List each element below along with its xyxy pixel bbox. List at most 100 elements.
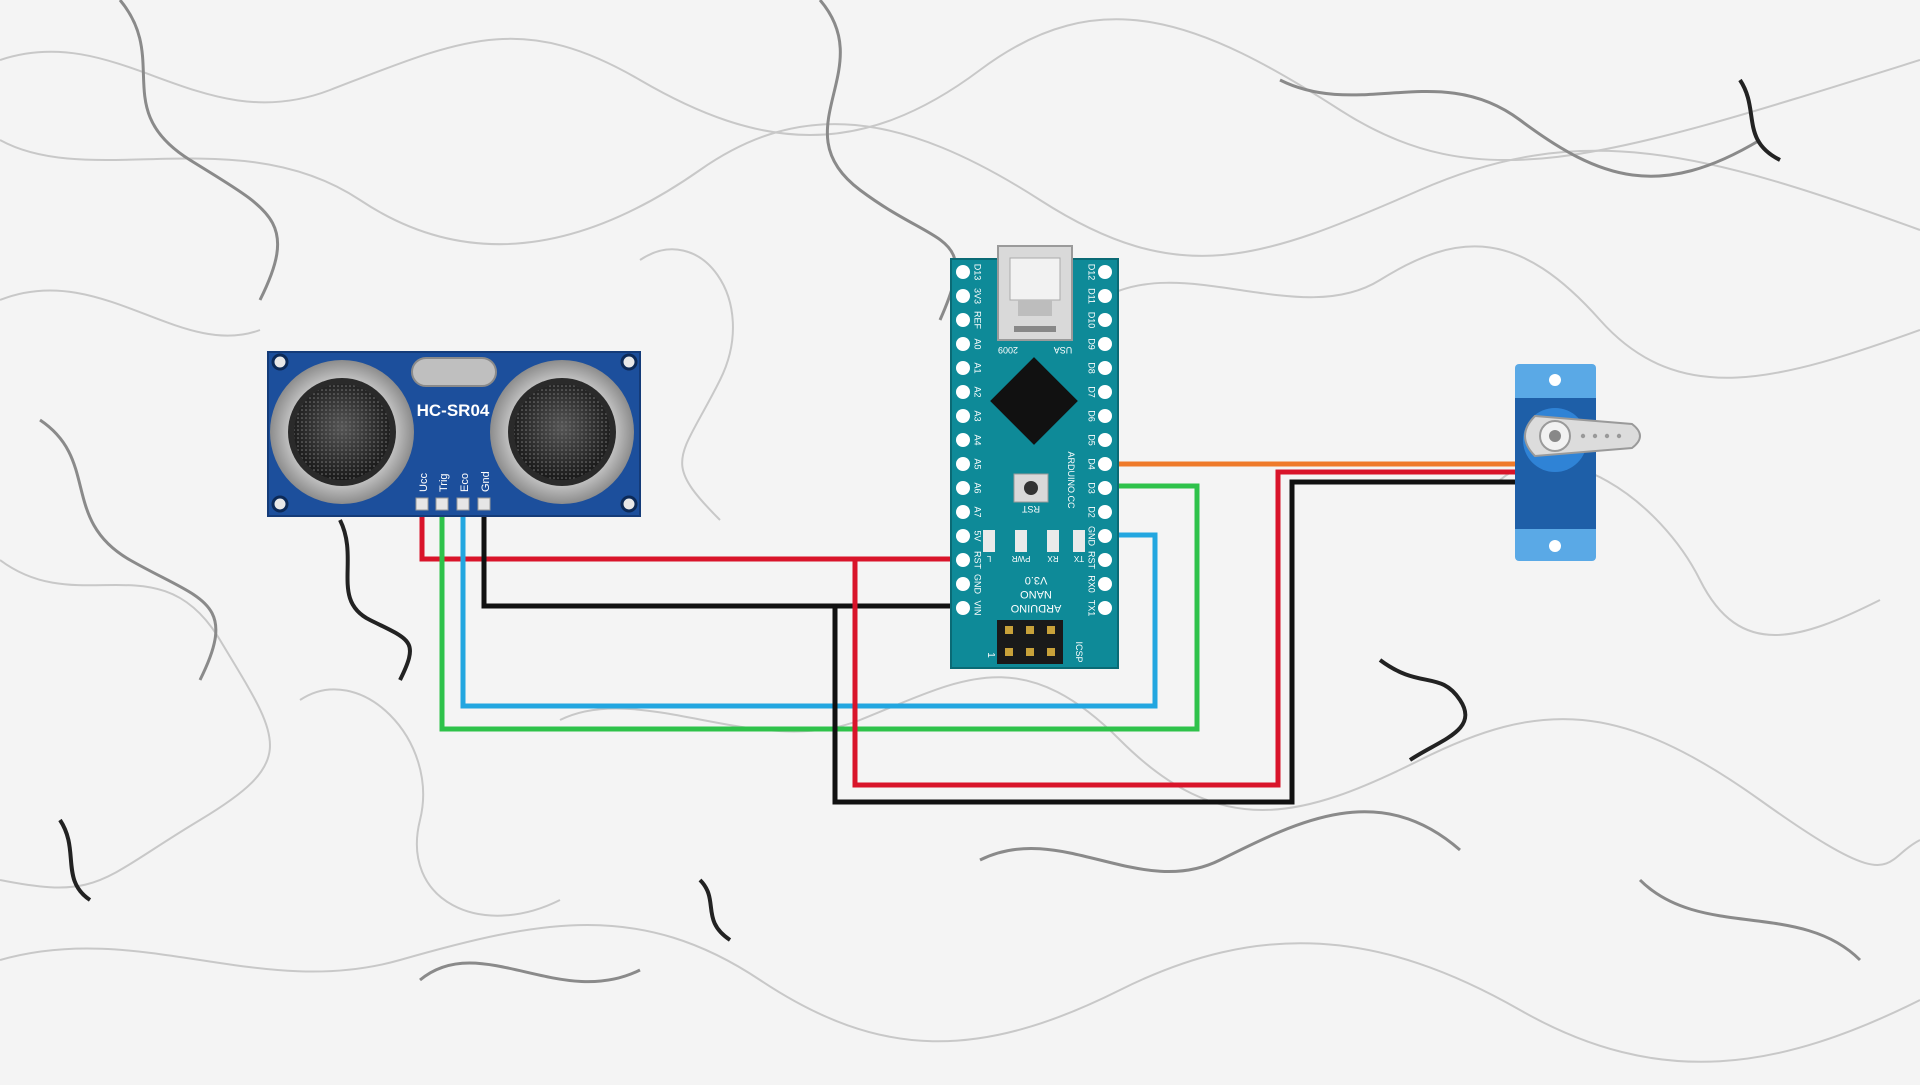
pin-label: GND (973, 574, 983, 595)
nano-pin-left-a4: A4 (956, 433, 983, 447)
nano-pin-left-a3: A3 (956, 409, 983, 423)
wire-black-servo (832, 479, 1515, 805)
sensor-pin-label: Eco (459, 473, 471, 492)
pin-label: TX1 (1087, 600, 1097, 617)
nano-pin-left-gnd: GND (956, 574, 983, 595)
transducer-left (270, 360, 414, 504)
pin-label: A3 (973, 410, 983, 421)
pin-hole (956, 385, 970, 399)
pin-hole (956, 265, 970, 279)
pin-hole (1098, 481, 1112, 495)
arduino-nano: 2009 USA RST ARDUINO.CC L PWR RX TX V3.0 (950, 245, 1119, 669)
pin-hole (1098, 457, 1112, 471)
servo-mount-hole-top (1549, 374, 1561, 386)
nano-pin-right-d6: D6 (1087, 409, 1112, 423)
nano-pin-right-rx0: RX0 (1087, 575, 1112, 593)
nano-pin-right-rst: RST (1087, 551, 1112, 570)
usb-label-left: 2009 (998, 345, 1018, 355)
led-label: PWR (1011, 554, 1030, 563)
sensor-pin-gnd: Gnd (477, 471, 492, 511)
pin-hole (956, 409, 970, 423)
pin-label: GND (1087, 526, 1097, 547)
ultrasonic-sensor: HC-SR04 Ucc Trig Eco Gnd (267, 351, 641, 517)
nano-pin-right-d11: D11 (1087, 288, 1112, 304)
wire-red-servo (852, 469, 1515, 788)
pin-label: 3V3 (973, 288, 983, 304)
pin-label: D5 (1087, 434, 1097, 446)
pin-label: D10 (1087, 312, 1097, 329)
led-label: RX (1047, 554, 1059, 563)
sensor-pin-echo: Eco (456, 473, 471, 511)
servo-mount-hole-bottom (1549, 540, 1561, 552)
pin-hole (956, 313, 970, 327)
wire-green-trig (439, 483, 1200, 732)
nano-pin-right-d12: D12 (1087, 264, 1112, 281)
nano-pin-left-vin: VIN (956, 600, 983, 616)
pin-hole (1098, 385, 1112, 399)
pin-label: A0 (973, 338, 983, 349)
pin-hole (1098, 337, 1112, 351)
pin-hole (1098, 553, 1112, 567)
nano-pin-left-a0: A0 (956, 337, 983, 351)
pin-label: RX0 (1087, 575, 1097, 593)
pin-hole (956, 337, 970, 351)
pin-hole (956, 481, 970, 495)
pin-label: D7 (1087, 386, 1097, 398)
sensor-pins: Ucc Trig Eco Gnd (415, 471, 492, 511)
nano-pin-left-a2: A2 (956, 385, 983, 399)
nano-pin-left-rst: RST (956, 551, 983, 570)
nano-pin-right-gnd: GND (1087, 526, 1112, 547)
wire-red-vcc (419, 516, 963, 562)
pin-label: RST (973, 551, 983, 570)
led-label: TX (1073, 554, 1084, 563)
pin-label: D12 (1087, 264, 1097, 281)
pin-hole (956, 601, 970, 615)
pin-label: D11 (1087, 288, 1097, 304)
wires (419, 461, 1515, 805)
pin-hole (1098, 265, 1112, 279)
pin-label: D2 (1087, 506, 1097, 518)
sensor-pin-label: Trig (438, 473, 450, 492)
pin-hole (1098, 577, 1112, 591)
nano-pin-right-d8: D8 (1087, 361, 1112, 375)
wire-blue-echo (460, 516, 1158, 709)
pin-hole (956, 505, 970, 519)
pin-label: A6 (973, 482, 983, 493)
nano-pin-left-a5: A5 (956, 457, 983, 471)
reset-button: RST (1013, 473, 1049, 514)
led-label: L (986, 554, 991, 563)
nano-pin-left-d13: D13 (956, 264, 983, 280)
pin-hole (1098, 505, 1112, 519)
pin-hole (1098, 601, 1112, 615)
sensor-label: HC-SR04 (417, 401, 490, 420)
wire-black-gnd (481, 516, 963, 609)
board-title-line: V3.0 (1025, 574, 1048, 586)
crystal (411, 357, 497, 387)
pin-hole (956, 553, 970, 567)
pin-label: D9 (1087, 338, 1097, 350)
pin-label: A7 (973, 506, 983, 517)
pin-label: A2 (973, 386, 983, 397)
pin-hole (956, 433, 970, 447)
nano-pin-right-d4: D4 (1087, 457, 1112, 471)
pin-hole (956, 361, 970, 375)
pin-label: D6 (1087, 410, 1097, 422)
mount-holes (271, 353, 638, 513)
pin-label: RST (1087, 551, 1097, 570)
nano-pin-left-a6: A6 (956, 481, 983, 495)
pin-label: A4 (973, 434, 983, 445)
servo-horn (1524, 414, 1641, 458)
nano-pin-right-d2: D2 (1087, 505, 1112, 519)
nano-pin-left-a1: A1 (956, 361, 983, 375)
brand-side-label: ARDUINO.CC (1066, 451, 1076, 509)
microcontroller-chip (990, 357, 1078, 445)
transducer-right (490, 360, 634, 504)
sensor-pin-trig: Trig (435, 473, 450, 511)
nano-pin-right-d7: D7 (1087, 385, 1112, 399)
nano-pin-right-tx1: TX1 (1087, 600, 1112, 617)
icsp-label: ICSP (1074, 641, 1084, 662)
